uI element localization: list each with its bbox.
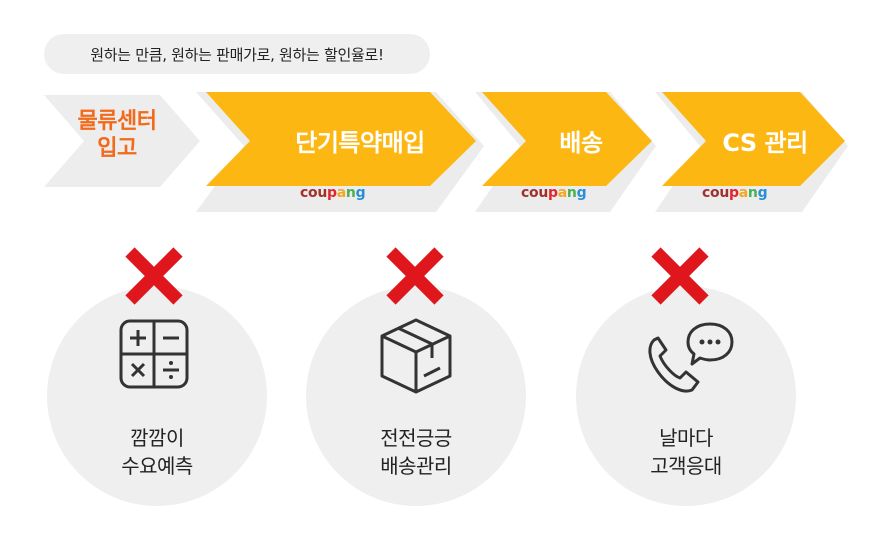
- logo-letter-o: o: [308, 185, 318, 201]
- step-3-chevron: [482, 92, 652, 186]
- card-3-line1: 날마다: [659, 426, 713, 450]
- logo-letter-n: n: [747, 185, 758, 201]
- cross-icon: [651, 247, 709, 305]
- card-2-line2: 배송관리: [380, 454, 452, 478]
- phone-chat-icon: [648, 322, 734, 393]
- step-4-label: CS 관리: [722, 128, 808, 157]
- step-1-chevron: [44, 95, 200, 187]
- box-icon: [380, 318, 452, 394]
- step-2-chevron: [206, 92, 476, 186]
- coupang-logo: coupang: [702, 185, 768, 201]
- coupang-logo: coupang: [300, 185, 366, 201]
- logo-letter-c: c: [300, 185, 308, 201]
- step-1-line1: 물류센터: [77, 109, 157, 134]
- logo-letter-u: u: [317, 185, 327, 201]
- logo-letter-a: a: [557, 185, 567, 201]
- card-2-circle: [306, 286, 526, 506]
- process-flow: [44, 92, 848, 212]
- logo-letter-u: u: [538, 185, 548, 201]
- calculator-icon: [119, 319, 189, 389]
- step-4-chevron: [662, 92, 845, 186]
- logo-letter-p: p: [729, 185, 739, 201]
- card-3-caption: 날마다 고객응대: [576, 424, 796, 480]
- logo-letter-o: o: [710, 185, 720, 201]
- logo-letter-p: p: [327, 185, 337, 201]
- logo-letter-g: g: [757, 185, 768, 201]
- tagline-pill: 원하는 만큼, 원하는 판매가로, 원하는 할인율로!: [44, 34, 430, 74]
- card-1-line1: 깜깜이: [130, 426, 184, 450]
- card-1-caption: 깜깜이 수요예측: [47, 424, 267, 480]
- logo-letter-p: p: [548, 185, 558, 201]
- step-3-label: 배송: [559, 128, 603, 157]
- logo-letter-c: c: [702, 185, 710, 201]
- card-2-line1: 전전긍긍: [380, 426, 452, 450]
- cross-icon: [125, 247, 183, 305]
- step-1-label: 물류센터 입고: [62, 108, 172, 170]
- card-1-circle: [47, 286, 267, 506]
- logo-letter-c: c: [521, 185, 529, 201]
- logo-letter-n: n: [566, 185, 577, 201]
- card-1-line2: 수요예측: [121, 454, 193, 478]
- step-1-line2: 입고: [97, 136, 137, 161]
- tagline-text: 원하는 만큼, 원하는 판매가로, 원하는 할인율로!: [90, 45, 384, 64]
- logo-letter-u: u: [719, 185, 729, 201]
- logo-letter-n: n: [345, 185, 356, 201]
- logo-letter-o: o: [529, 185, 539, 201]
- card-3-circle: [576, 286, 796, 506]
- coupang-logo: coupang: [521, 185, 587, 201]
- card-3-line2: 고객응대: [650, 454, 722, 478]
- cross-icon: [386, 247, 444, 305]
- logo-letter-a: a: [336, 185, 346, 201]
- logo-letter-a: a: [738, 185, 748, 201]
- logo-letter-g: g: [576, 185, 587, 201]
- card-2-caption: 전전긍긍 배송관리: [306, 424, 526, 480]
- step-2-label: 단기특약매입: [295, 128, 425, 157]
- logo-letter-g: g: [355, 185, 366, 201]
